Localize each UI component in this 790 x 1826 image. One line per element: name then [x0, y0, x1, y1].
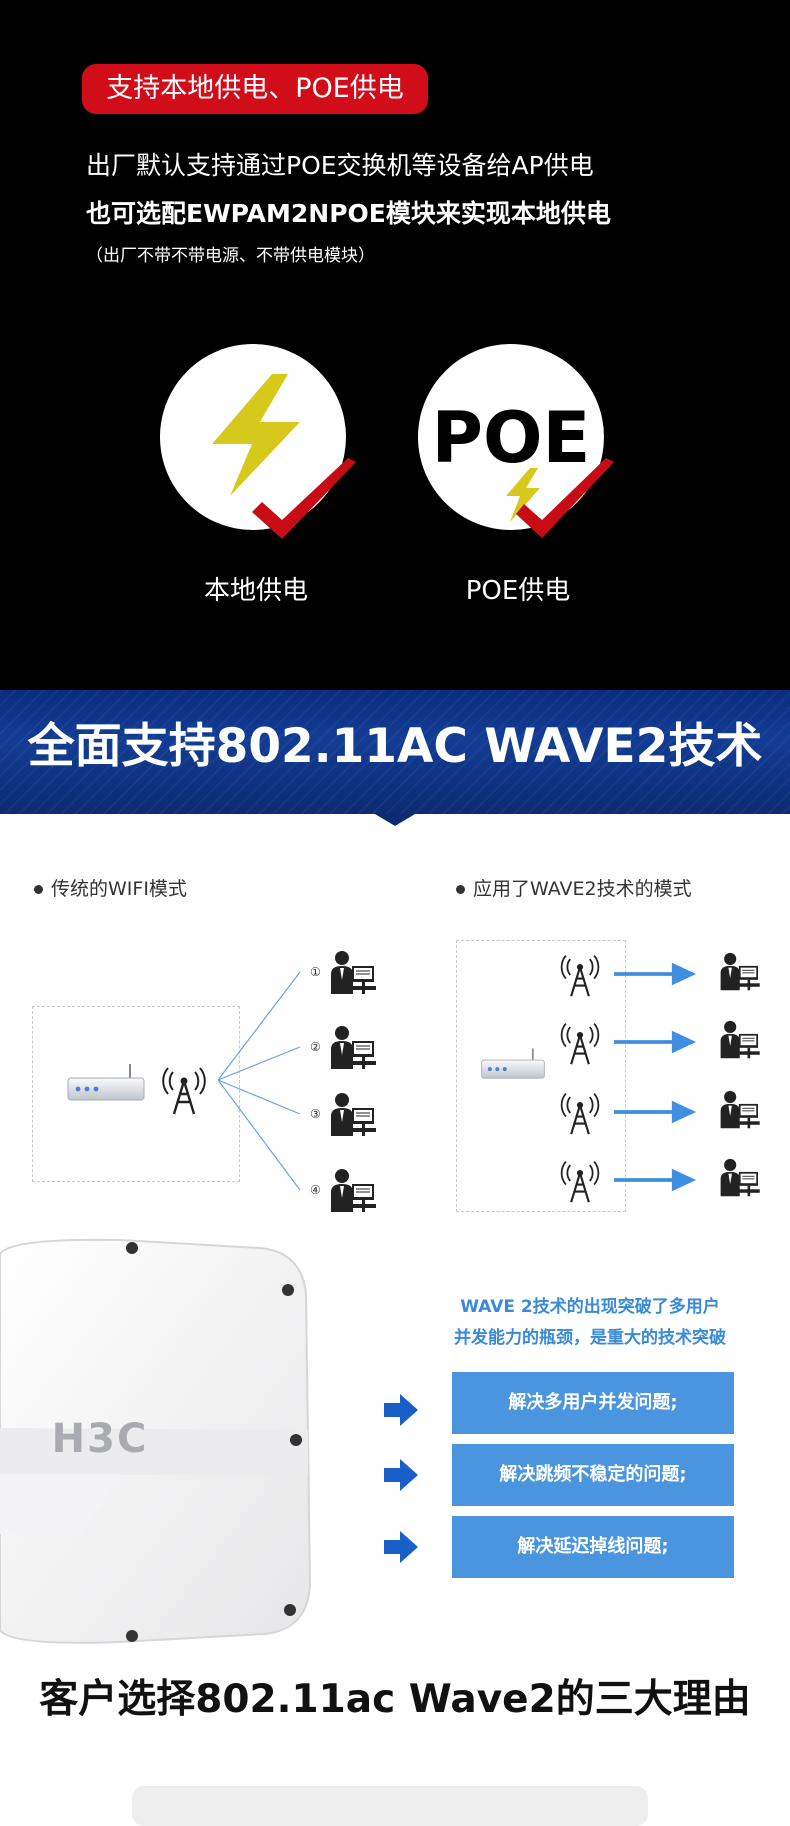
power-support-badge: 支持本地供电、POE供电 [82, 64, 428, 114]
antenna-icon [162, 1066, 206, 1116]
poe-logo-text: POE [432, 397, 591, 479]
antenna-icon [560, 1022, 600, 1066]
arrow-right-icon [614, 1168, 697, 1192]
antenna-icon [560, 954, 600, 998]
user-icon [330, 1168, 376, 1213]
router-icon [480, 1048, 546, 1080]
poe-default-text: 出厂默认支持通过POE交换机等设备给AP供电 [86, 151, 594, 180]
wave2-mode-label: 应用了WAVE2技术的模式 [456, 876, 692, 902]
benefit-latency-disconnect: 解决延迟掉线问题; [452, 1516, 734, 1578]
wave2-router-box [456, 940, 626, 1212]
accessories-note: （出厂不带不带电源、不带供电模块） [86, 246, 375, 266]
traditional-mode-label: 传统的WIFI模式 [34, 876, 187, 902]
traditional-router-box [32, 1006, 240, 1182]
power-supply-section: 支持本地供电、POE供电 出厂默认支持通过POE交换机等设备给AP供电 也可选配… [0, 0, 790, 690]
user-icon [720, 1090, 760, 1129]
client-number: ② [310, 1040, 321, 1054]
arrow-right-icon [614, 1100, 697, 1124]
local-power-option-text: 也可选配EWPAM2NPOE模块来实现本地供电 [86, 199, 611, 228]
user-icon [720, 1020, 760, 1059]
arrow-right-icon [384, 1459, 418, 1491]
reasons-card [132, 1786, 648, 1826]
antenna-icon [560, 1160, 600, 1204]
poe-power-icon: POE [418, 344, 614, 538]
wave2-banner: 全面支持802.11AC WAVE2技术 [0, 690, 790, 814]
arrow-right-icon [384, 1531, 418, 1563]
user-icon [720, 1158, 760, 1197]
wave2-banner-title: 全面支持802.11AC WAVE2技术 [27, 719, 763, 774]
arrow-right-icon [614, 1030, 697, 1054]
router-icon [67, 1064, 145, 1101]
arrow-right-icon [384, 1394, 418, 1426]
client-number: ① [310, 965, 321, 979]
user-icon [720, 952, 760, 991]
three-reasons-title: 客户选择802.11ac Wave2的三大理由 [39, 1677, 751, 1722]
local-power-label: 本地供电 [203, 576, 308, 606]
benefit-frequency-hopping: 解决跳频不稳定的问题; [452, 1444, 734, 1506]
h3c-logo: H3C [52, 1416, 149, 1462]
poe-power-label: POE供电 [465, 576, 571, 606]
signal-lines [217, 971, 301, 1191]
bullet-icon [456, 885, 465, 894]
bullet-icon [34, 885, 43, 894]
h3c-access-point-image: H3C [0, 1234, 342, 1648]
user-icon [330, 1025, 376, 1070]
wave2-headline: WAVE 2技术的出现突破了多用户 并发能力的瓶颈，是重大的技术突破 [454, 1297, 726, 1348]
client-number: ④ [310, 1183, 321, 1197]
banner-notch [375, 814, 415, 826]
mode-diagram: ① ② ③ ④ [67, 950, 760, 1213]
antenna-icon [560, 1092, 600, 1136]
benefit-concurrency: 解决多用户并发问题; [452, 1372, 734, 1434]
user-icon [330, 1092, 376, 1137]
local-power-icon [160, 344, 356, 539]
user-icon [330, 950, 376, 995]
client-number: ③ [310, 1107, 321, 1121]
arrow-right-icon [614, 962, 697, 986]
